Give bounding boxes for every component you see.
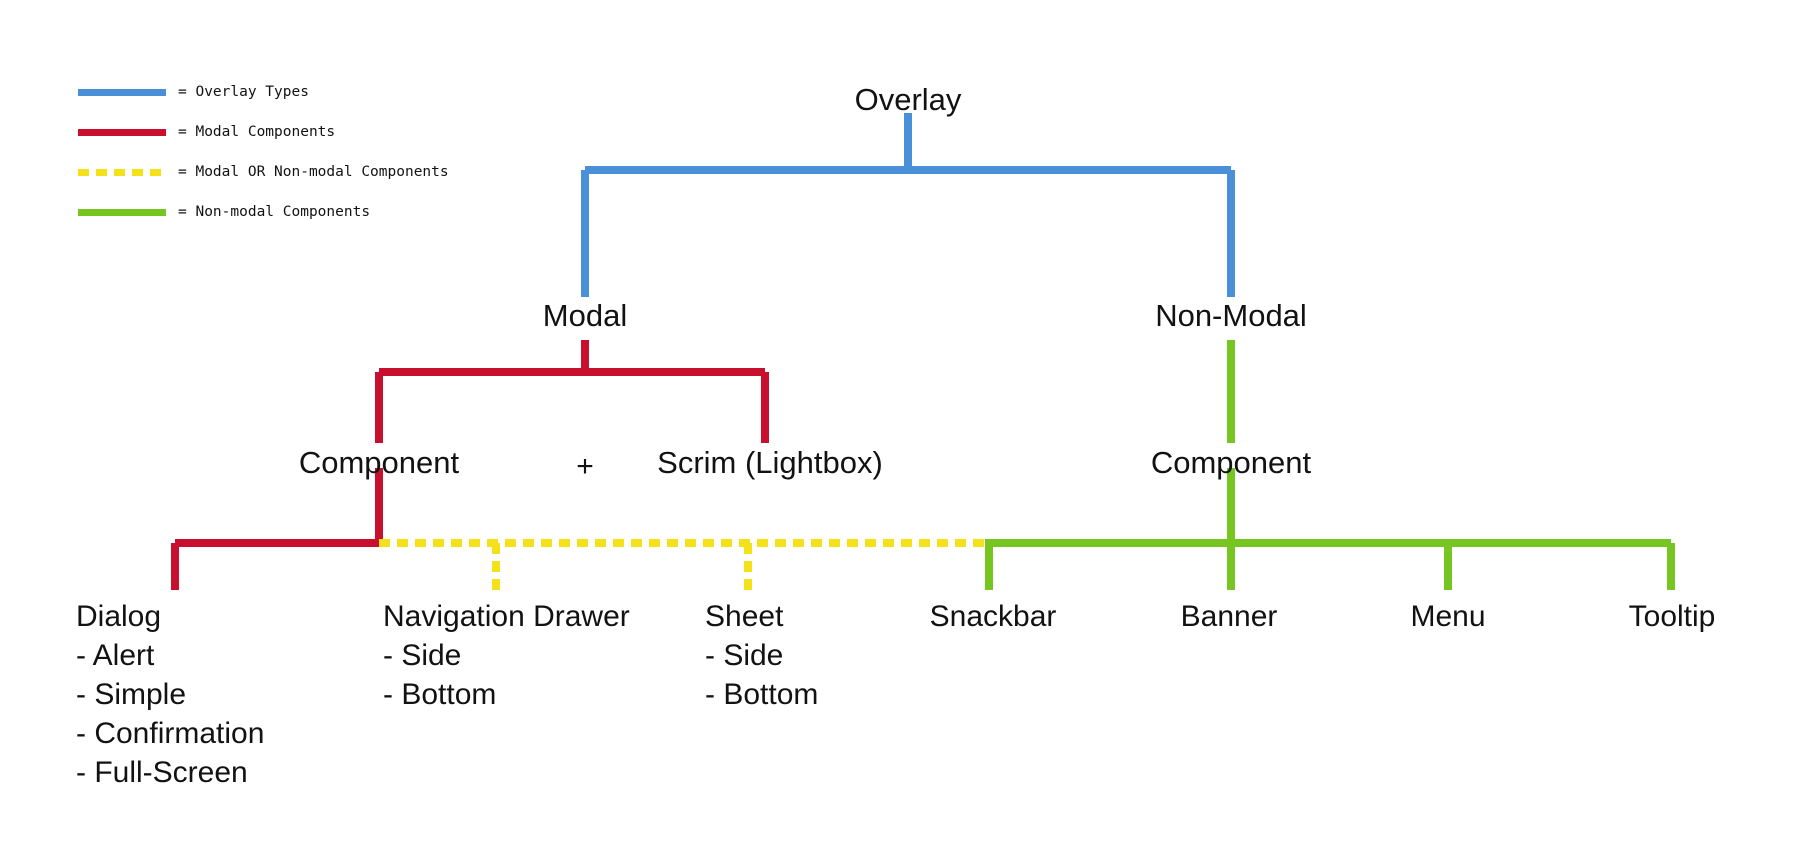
red-modal-branch [375,340,769,443]
leaf-dialog-sub-full-screen: - Full-Screen [76,756,248,789]
legend-label-non-modal-components: = Non-modal Components [178,204,371,220]
legend-label-modal-or-nonmodal-components: = Modal OR Non-modal Components [178,164,449,180]
green-nonmodal-branch [985,340,1675,590]
leaf-snackbar-title: Snackbar [929,600,1057,633]
leaf-navigation-drawer-sub-bottom: - Bottom [383,678,497,711]
leaf-banner: Banner [1181,597,1278,636]
node-scrim-lightbox: Scrim (Lightbox) [657,445,883,480]
yellow-shared-rail [379,539,988,590]
node-modal-component: Component [298,445,460,480]
leaf-dialog-sub-alert: - Alert [76,639,155,672]
leaf-navigation-drawer: Navigation Drawer - Side - Bottom [383,597,630,714]
leaf-banner-title: Banner [1180,600,1278,633]
node-modal: Modal [542,298,628,333]
leaf-dialog-sub-confirmation: - Confirmation [76,717,265,750]
leaf-tooltip: Tooltip [1629,597,1716,636]
node-non-modal: Non-Modal [1155,298,1307,333]
node-overlay: Overlay [854,82,962,117]
node-non-modal-component: Component [1150,445,1312,480]
leaf-snackbar: Snackbar [930,597,1057,636]
node-plus-operator: + [576,450,594,483]
leaf-sheet-title: Sheet [705,600,784,633]
leaf-navigation-drawer-sub-side: - Side [383,639,462,672]
leaf-sheet-sub-bottom: - Bottom [705,678,819,711]
legend-swatch-solid-red-icon [78,128,166,136]
leaf-tooltip-title: Tooltip [1628,600,1716,633]
leaf-menu-title: Menu [1410,600,1486,633]
leaf-dialog: Dialog - Alert - Simple - Confirmation -… [76,597,264,792]
leaf-sheet: Sheet - Side - Bottom [705,597,818,714]
leaf-dialog-sub-simple: - Simple [76,678,187,711]
legend-swatch-solid-blue-icon [78,88,166,96]
legend-item-non-modal-components: = Non-modal Components [78,192,449,232]
legend: = Overlay Types = Modal Components = Mod… [78,72,449,232]
leaf-menu: Menu [1410,597,1485,636]
legend-label-overlay-types: = Overlay Types [178,84,309,100]
red-component-branch [171,468,383,590]
leaf-sheet-sub-side: - Side [705,639,784,672]
legend-swatch-dashed-yellow-icon [78,168,166,176]
leaf-navigation-drawer-title: Navigation Drawer [383,600,630,633]
legend-item-modal-components: = Modal Components [78,112,449,152]
legend-item-overlay-types: = Overlay Types [78,72,449,112]
legend-swatch-solid-green-icon [78,208,166,216]
legend-label-modal-components: = Modal Components [178,124,336,140]
legend-item-modal-or-nonmodal-components: = Modal OR Non-modal Components [78,152,449,192]
leaf-dialog-title: Dialog [76,600,162,633]
blue-overlay-branch [581,113,1235,297]
